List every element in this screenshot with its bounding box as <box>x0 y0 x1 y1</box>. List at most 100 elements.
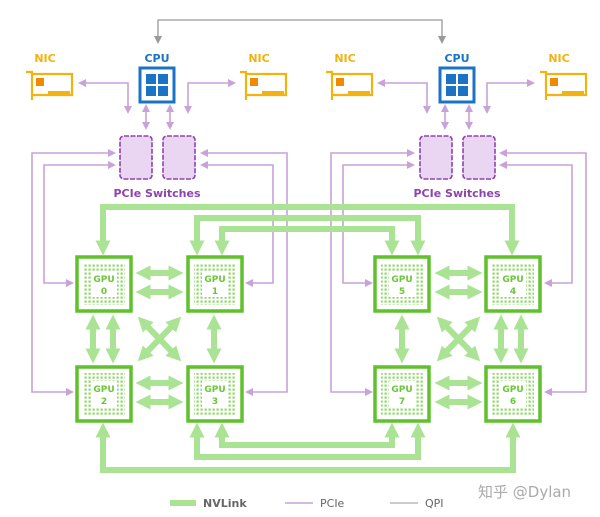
cpu-label: CPU <box>444 52 469 65</box>
pcie-link <box>499 149 587 396</box>
pcie-link <box>330 149 415 396</box>
nvlink-link <box>197 215 426 256</box>
gpu-label: GPU <box>204 385 225 395</box>
cpu-core <box>146 74 156 84</box>
gpu-4 <box>484 255 542 313</box>
gpu-label: GPU <box>204 275 225 285</box>
gpu-1 <box>186 255 244 313</box>
nvlink-link <box>436 316 481 362</box>
pcie-switches-label: PCIe Switches <box>414 187 501 200</box>
gpu-label: GPU <box>391 275 412 285</box>
watermark: 知乎 @Dylan <box>478 483 571 501</box>
gpu-number: 1 <box>212 287 218 297</box>
cpu-core <box>458 86 468 96</box>
gpu-label: GPU <box>391 385 412 395</box>
gpu-3 <box>186 365 244 423</box>
gpu-label-bg <box>389 271 415 297</box>
gpu-number: 5 <box>399 287 405 297</box>
nic-card <box>326 70 374 100</box>
cpu-core <box>446 86 456 96</box>
gpu-2 <box>75 365 133 423</box>
cpu-core <box>458 74 468 84</box>
qpi-link <box>154 19 446 44</box>
legend: NVLink PCIe QPI <box>170 497 444 510</box>
nvlink-link <box>189 215 418 256</box>
nic-card <box>540 70 588 100</box>
gpu-0 <box>75 255 133 313</box>
gpu-number: 3 <box>212 397 218 407</box>
nic-connector <box>348 91 370 95</box>
pcie-link <box>184 79 236 114</box>
nvlink-links <box>85 204 529 473</box>
nic-connector <box>48 91 70 95</box>
gpu-number: 2 <box>101 397 107 407</box>
gpu-6 <box>484 365 542 423</box>
nvlink-link <box>214 422 392 448</box>
cpu-frame <box>438 66 476 104</box>
nic-card <box>26 70 74 100</box>
pcie-link <box>483 79 535 114</box>
gpu-label-bg <box>500 271 526 297</box>
pcie-link <box>377 79 431 114</box>
nic-chip <box>250 78 258 86</box>
cpu-icon <box>138 66 176 104</box>
gpu-label-bg <box>91 381 117 407</box>
nic-chip <box>36 78 44 86</box>
gpu-label-bg <box>202 271 228 297</box>
gpu-label-bg <box>202 381 228 407</box>
nic-chip <box>550 78 558 86</box>
nic-connector <box>262 91 284 95</box>
nvlink-link <box>189 422 418 460</box>
gpu-number: 0 <box>101 287 107 297</box>
nvlink-link <box>95 422 513 473</box>
cpu-core <box>158 74 168 84</box>
components: CPU NIC NIC PCIe Switches CPU NIC NIC PCIe Swit… <box>26 52 588 423</box>
gpu-label: GPU <box>93 385 114 395</box>
legend-pcie-label: PCIe <box>320 497 345 510</box>
pcie-switches-label: PCIe Switches <box>114 187 201 200</box>
pcie-switch-icon <box>119 135 153 180</box>
pcie-link <box>200 149 288 396</box>
nvlink-link <box>103 422 521 473</box>
nvlink-link <box>137 316 182 362</box>
legend-nvlink-label: NVLink <box>203 497 247 510</box>
legend-nvlink-swatch <box>170 500 196 506</box>
nic-connector <box>562 91 584 95</box>
cpu-icon <box>438 66 476 104</box>
gpu-label: GPU <box>502 275 523 285</box>
gpu-label: GPU <box>502 385 523 395</box>
cpu-frame <box>138 66 176 104</box>
cpu-core <box>146 86 156 96</box>
gpu-5 <box>373 255 431 313</box>
gpu-label-bg <box>500 381 526 407</box>
gpu-label: GPU <box>93 275 114 285</box>
pcie-link <box>200 161 274 287</box>
pcie-link <box>342 161 415 287</box>
gpu-label-bg <box>389 381 415 407</box>
pcie-switch-icon <box>162 135 196 180</box>
pcie-links <box>31 79 587 396</box>
nic-card <box>240 70 288 100</box>
nic-label: NIC <box>334 52 355 65</box>
cpu-label: CPU <box>144 52 169 65</box>
pcie-switch-icon <box>462 135 496 180</box>
pcie-switch-icon <box>419 135 453 180</box>
pcie-link <box>78 79 132 114</box>
gpu-7 <box>373 365 431 423</box>
nvlink-link <box>214 226 392 256</box>
cpu-core <box>446 74 456 84</box>
nic-icon <box>26 70 74 100</box>
nic-icon <box>326 70 374 100</box>
nvlink-link <box>95 204 512 256</box>
nic-label: NIC <box>548 52 569 65</box>
nic-icon <box>540 70 588 100</box>
legend-qpi-label: QPI <box>425 497 444 510</box>
nic-label: NIC <box>248 52 269 65</box>
nic-label: NIC <box>34 52 55 65</box>
cpu-core <box>158 86 168 96</box>
pcie-link <box>499 161 573 287</box>
pcie-link <box>43 161 116 287</box>
gpu-number: 7 <box>399 397 405 407</box>
gpu-label-bg <box>91 271 117 297</box>
